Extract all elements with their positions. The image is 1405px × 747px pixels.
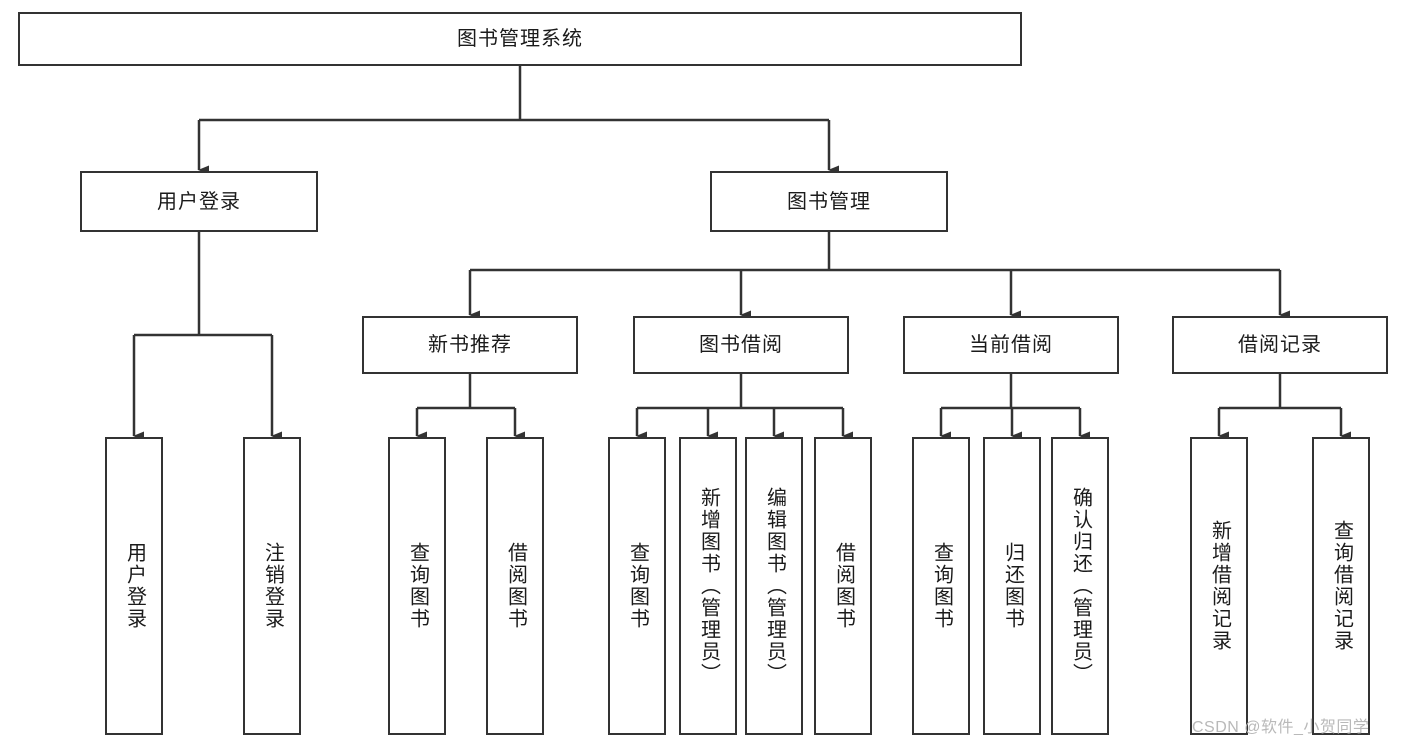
node-label: 注销登录 — [261, 542, 284, 630]
node-book-borrow[interactable]: 图书借阅 — [633, 316, 849, 374]
connector-layer — [132, 66, 1351, 441]
node-leaf-borrow-book-2[interactable]: 借阅图书 — [814, 437, 872, 735]
node-current-borrow[interactable]: 当前借阅 — [903, 316, 1119, 374]
node-label: 图书管理系统 — [457, 28, 583, 50]
node-label: 借阅图书 — [832, 542, 855, 630]
node-book-manage[interactable]: 图书管理 — [710, 171, 948, 232]
node-leaf-query-book-2[interactable]: 查询图书 — [608, 437, 666, 735]
node-label: 编辑图书（管理员） — [763, 487, 786, 685]
node-leaf-add-book-admin[interactable]: 新增图书（管理员） — [679, 437, 737, 735]
node-label: 借阅图书 — [504, 542, 527, 630]
node-label: 新增借阅记录 — [1208, 520, 1231, 652]
node-leaf-return-book[interactable]: 归还图书 — [983, 437, 1041, 735]
node-leaf-borrow-book-1[interactable]: 借阅图书 — [486, 437, 544, 735]
node-leaf-confirm-return-admin[interactable]: 确认归还（管理员） — [1051, 437, 1109, 735]
node-label: 查询图书 — [626, 542, 649, 630]
node-label: 新增图书（管理员） — [697, 487, 720, 685]
node-borrow-record[interactable]: 借阅记录 — [1172, 316, 1388, 374]
node-leaf-user-login[interactable]: 用户登录 — [105, 437, 163, 735]
node-leaf-query-book-3[interactable]: 查询图书 — [912, 437, 970, 735]
node-label: 用户登录 — [123, 542, 146, 630]
node-label: 查询图书 — [406, 542, 429, 630]
csdn-watermark: CSDN @软件_小贺同学 — [1192, 719, 1370, 736]
node-label: 图书借阅 — [699, 334, 783, 356]
node-label: 确认归还（管理员） — [1069, 487, 1092, 685]
node-root[interactable]: 图书管理系统 — [18, 12, 1022, 66]
node-leaf-query-borrow-record[interactable]: 查询借阅记录 — [1312, 437, 1370, 735]
node-label: 当前借阅 — [969, 334, 1053, 356]
node-label: 查询图书 — [930, 542, 953, 630]
node-label: 归还图书 — [1001, 542, 1024, 630]
node-user-login[interactable]: 用户登录 — [80, 171, 318, 232]
node-label: 借阅记录 — [1238, 334, 1322, 356]
node-new-book-rec[interactable]: 新书推荐 — [362, 316, 578, 374]
node-label: 图书管理 — [787, 190, 871, 213]
node-leaf-user-logout[interactable]: 注销登录 — [243, 437, 301, 735]
node-leaf-edit-book-admin[interactable]: 编辑图书（管理员） — [745, 437, 803, 735]
node-leaf-query-book-1[interactable]: 查询图书 — [388, 437, 446, 735]
node-label: 用户登录 — [157, 190, 241, 213]
node-leaf-add-borrow-record[interactable]: 新增借阅记录 — [1190, 437, 1248, 735]
node-label: 新书推荐 — [428, 334, 512, 356]
node-label: 查询借阅记录 — [1330, 520, 1353, 652]
